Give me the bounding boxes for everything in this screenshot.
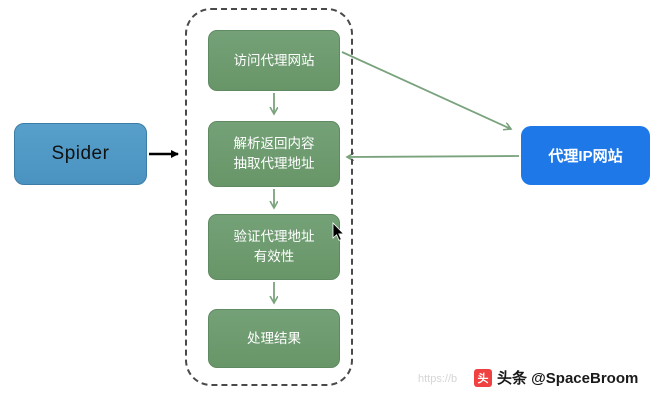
faint-url-watermark: https://b [418,373,458,385]
spider-label: Spider [51,143,110,164]
step-verify-address-validity: 验证代理地址 有效性 [208,214,340,280]
flow-group-border [185,8,353,386]
step-parse-extract-address: 解析返回内容 抽取代理地址 [208,121,340,187]
arrow-proxysite-to-step2 [347,156,520,157]
proxy-site-label: 代理IP网站 [548,148,623,165]
step-label: 访问代理网站 [233,52,315,68]
arrow-step1-to-proxysite [341,51,511,129]
step-process-result: 处理结果 [208,309,340,368]
step-label: 解析返回内容 抽取代理地址 [233,136,315,171]
mouse-cursor-icon [332,222,345,241]
toutiao-logo-icon: 头 [474,368,492,387]
watermark-label: 头条 @SpaceBroom [497,370,639,387]
proxy-ip-site-node: 代理IP网站 [521,126,650,185]
step-visit-proxy-site: 访问代理网站 [208,30,340,91]
watermark: 头 头条 @SpaceBroom [474,367,638,388]
step-label: 验证代理地址 有效性 [233,229,315,264]
step-label: 处理结果 [247,330,301,346]
spider-node: Spider [14,123,147,185]
